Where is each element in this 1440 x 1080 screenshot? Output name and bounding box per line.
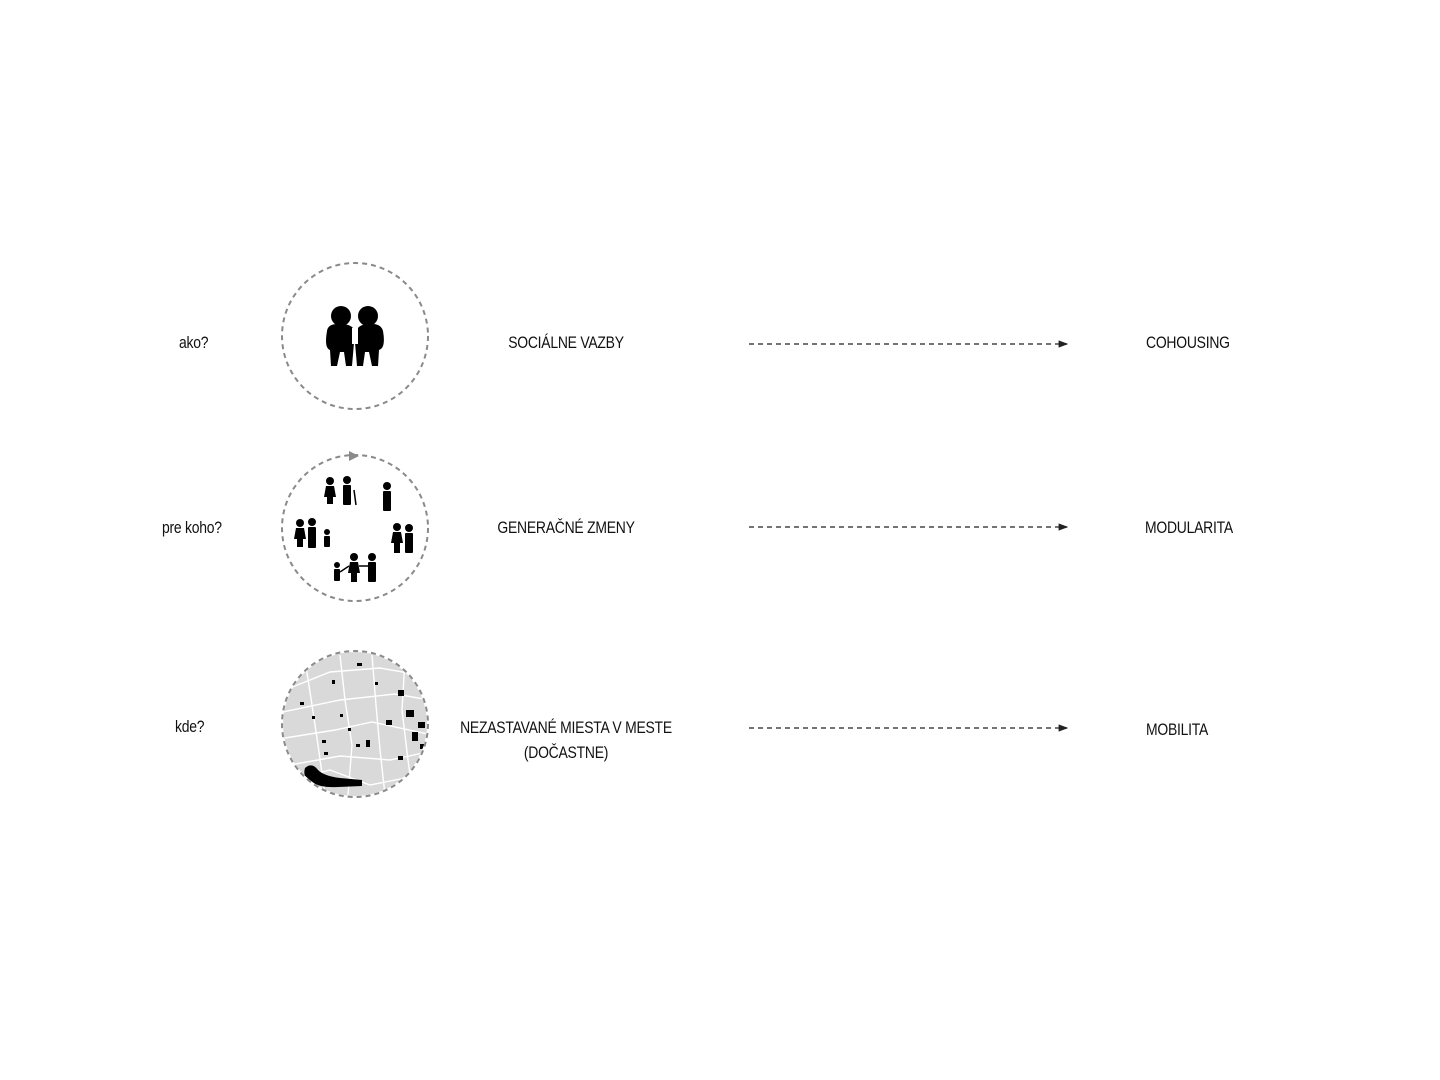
circle-social — [281, 262, 429, 410]
question-for-whom: pre koho? — [162, 518, 222, 537]
result-cohousing: COHOUSING — [1146, 333, 1230, 352]
circle-generations — [281, 451, 429, 602]
result-modularity: MODULARITA — [1145, 518, 1233, 537]
concept-social-ties: SOCIÁLNE VAZBY — [508, 333, 624, 352]
result-mobility: MOBILITA — [1146, 720, 1209, 739]
two-people-icon — [326, 306, 384, 366]
concept-temporary: (DOČASTNE) — [523, 743, 609, 762]
question-how: ako? — [179, 333, 209, 352]
cycle-arrow-icon — [349, 451, 359, 461]
concept-vacant-places: NEZASTAVANÉ MIESTA V MESTE — [460, 718, 672, 737]
question-where: kde? — [175, 717, 205, 736]
concept-generational-change: GENERAČNÉ ZMENY — [497, 518, 635, 537]
circle-where — [281, 650, 429, 798]
city-map-icon — [281, 650, 429, 798]
generation-cycle-icon — [294, 476, 413, 582]
